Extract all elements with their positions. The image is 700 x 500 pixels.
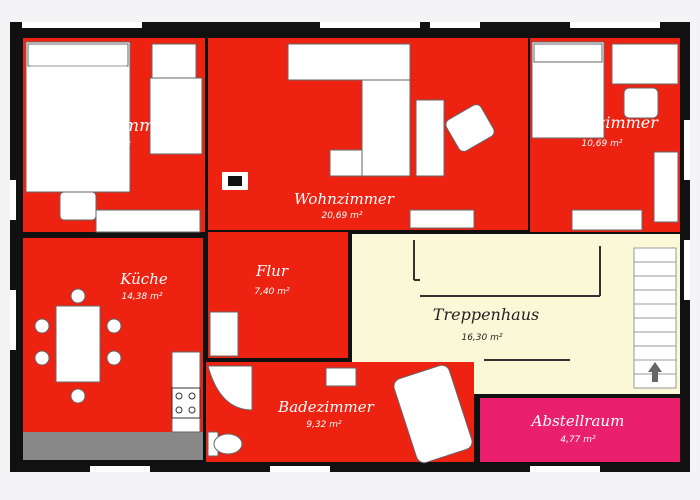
windows [10,22,690,472]
area-schlafzimmer-right: 10,69 m² [581,139,622,149]
shower-icon [207,365,253,411]
area-kueche: 14,38 m² [121,292,162,302]
area-badezimmer: 9,32 m² [306,420,342,430]
sofa-icon [287,43,411,177]
railing [413,240,601,361]
label-kueche: Küche [119,270,168,288]
wardrobe [653,151,679,223]
bed-icon [25,41,131,193]
kitchen-counter [23,432,203,460]
armchair-icon [59,191,97,221]
bathtub-icon [393,364,473,464]
room-abstellraum [480,398,680,462]
dining-table-icon [34,288,122,404]
label-treppenhaus: Treppenhaus [433,305,539,324]
sink-icon [325,367,357,387]
sideboard [409,209,475,229]
area-wohnzimmer: 20,69 m² [321,211,362,221]
label-abstellraum: Abstellraum [530,412,625,430]
wardrobe-flur [209,311,239,357]
nightstand [151,43,197,79]
area-flur: 7,40 m² [254,287,290,297]
chimney-inner [228,176,242,186]
tv-stand [415,99,445,177]
label-wohnzimmer: Wohnzimmer [294,190,395,208]
wardrobe [149,77,203,155]
armchair-icon [623,87,659,119]
area-schlafzimmer-left: 12,54 m² [89,141,130,151]
stove-icon [171,387,201,419]
label-schlafzimmer-left: Schlafzimmer [55,116,175,136]
label-schlafzimmer-right: Schlafzimmer [546,113,659,132]
armchair-icon [445,104,495,152]
label-flur: Flur [255,262,289,280]
nightstand [611,43,679,85]
area-abstellraum: 4,77 m² [560,435,596,445]
desk [95,209,201,233]
label-badezimmer: Badezimmer [277,398,374,416]
up-arrow-icon [648,362,662,382]
area-treppenhaus: 16,30 m² [461,333,502,343]
dresser [571,209,643,231]
toilet-icon [207,431,243,457]
bed-icon [531,41,605,139]
